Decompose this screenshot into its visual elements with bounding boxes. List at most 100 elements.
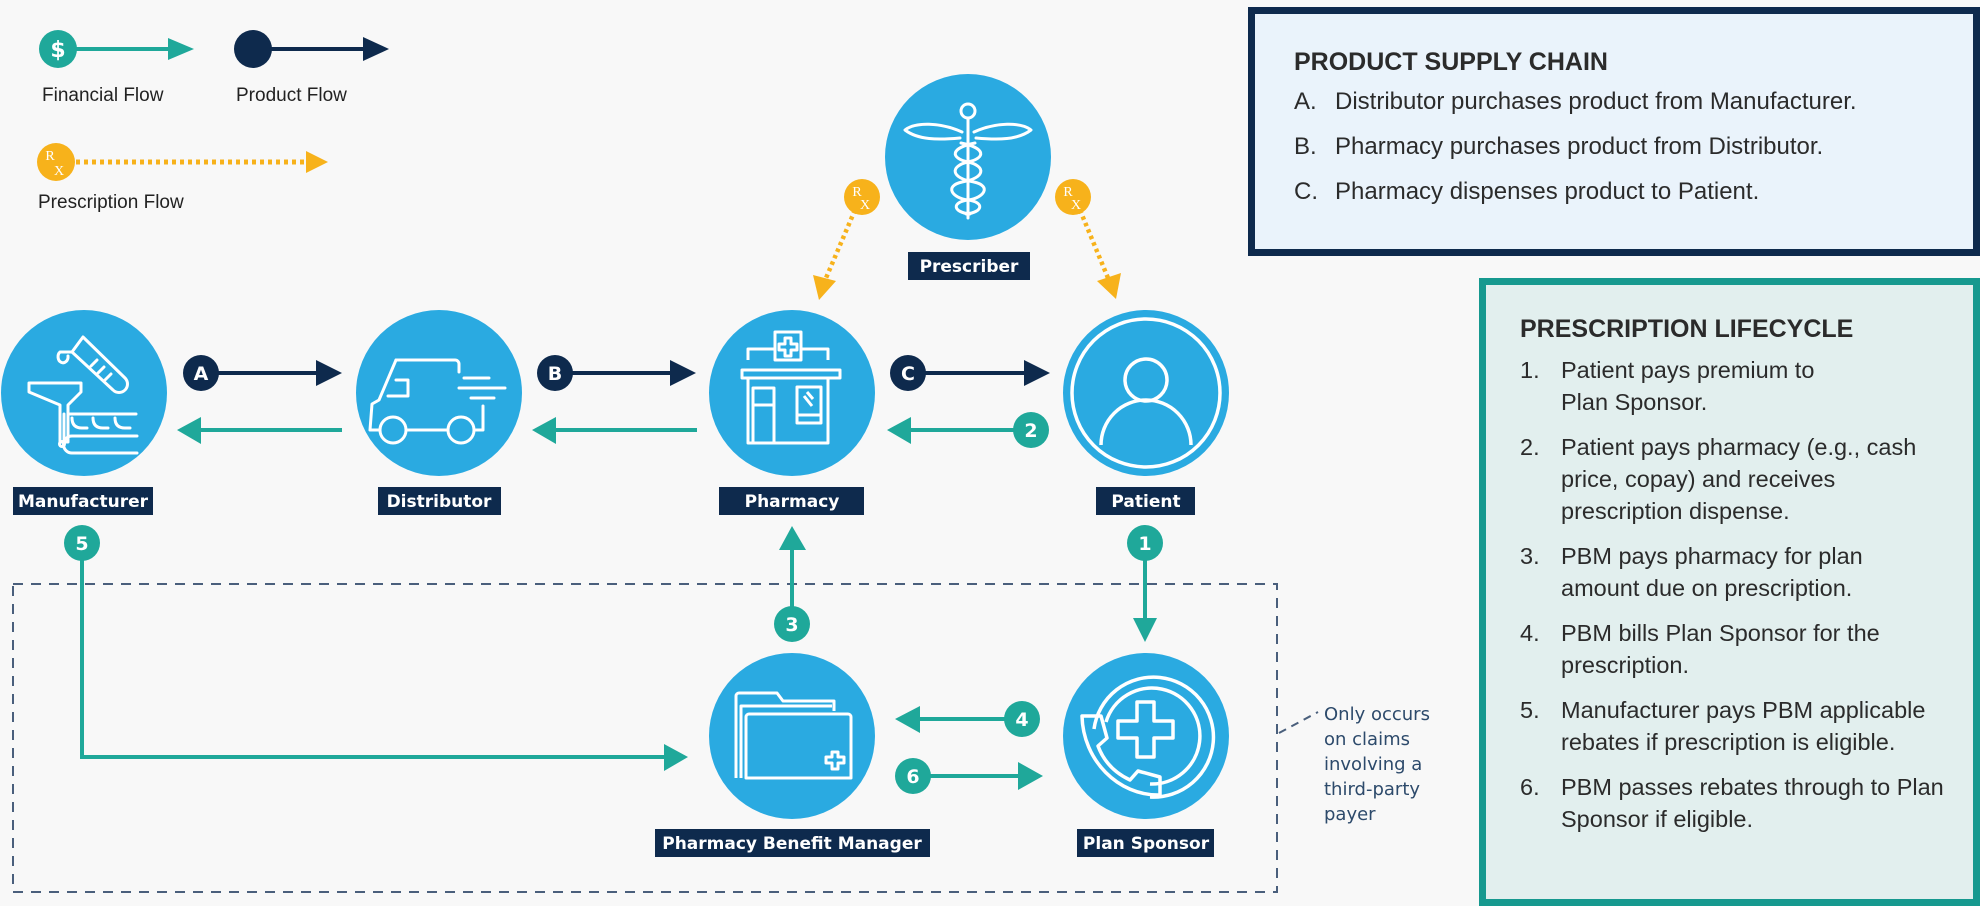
list-item: B. Pharmacy purchases product from Distri… <box>1294 132 1973 162</box>
product-badge <box>183 355 219 391</box>
list-marker: 6. <box>1520 774 1540 800</box>
note-line: involving a <box>1324 754 1422 775</box>
delivery-van-icon <box>368 358 507 445</box>
financial-flow-5: 5 <box>64 525 688 771</box>
node-label-box <box>13 487 153 515</box>
legend-product-flow: Product Flow <box>234 30 389 106</box>
financial-flow-distributor-to-manufacturer <box>177 417 342 444</box>
legend-product-label: Product Flow <box>236 85 347 106</box>
prescription-arrowhead <box>306 151 328 173</box>
rx-glyph-r: R <box>852 185 862 200</box>
list-text: Distributor purchases product from Manuf… <box>1335 88 1857 115</box>
node-label: Distributor <box>387 492 492 512</box>
note-leader-line <box>1278 711 1319 734</box>
list-marker: 2. <box>1520 434 1540 460</box>
node-label: Manufacturer <box>18 492 149 512</box>
list-item: 3. PBM pays pharmacy for plan amount due … <box>1520 540 1973 604</box>
list-marker: 1. <box>1520 357 1540 383</box>
note-line: Only occurs <box>1324 704 1430 725</box>
prescription-flow-to-pharmacy: R X <box>813 179 880 300</box>
node-patient[interactable]: Patient <box>1063 310 1229 515</box>
list-text: Patient pays premium to Plan Sponsor. <box>1561 357 1815 415</box>
list-text: PBM bills Plan Sponsor for the prescript… <box>1561 620 1880 678</box>
product-dot-icon <box>234 30 272 68</box>
rx-glyph-x: X <box>54 164 64 179</box>
prescription-flow-line <box>1077 209 1111 279</box>
product-badge <box>537 355 573 391</box>
medical-phone-icon <box>1080 675 1216 799</box>
financial-arrowhead <box>664 744 688 771</box>
product-flow-c: C <box>890 355 1050 391</box>
person-icon <box>1070 317 1222 469</box>
node-label: Prescriber <box>920 257 1019 277</box>
step-badge-label: 3 <box>785 614 798 636</box>
note-line: on claims <box>1324 729 1410 750</box>
pharmacy-storefront-icon <box>740 330 842 445</box>
step-badge <box>64 525 100 561</box>
product-badge-label: C <box>901 363 915 385</box>
financial-arrow-line <box>80 543 666 759</box>
product-flow-a: A <box>183 355 342 391</box>
node-plan-sponsor[interactable]: Plan Sponsor <box>1063 653 1229 857</box>
list-marker: B. <box>1294 133 1317 160</box>
financial-arrowhead <box>177 417 201 444</box>
list-marker: C. <box>1294 178 1318 205</box>
node-manufacturer[interactable]: Manufacturer <box>1 310 167 515</box>
financial-arrowhead <box>887 417 911 444</box>
list-text: Manufacturer pays PBM applicable rebates… <box>1561 697 1926 755</box>
financial-arrowhead <box>895 706 920 733</box>
caduceus-icon <box>903 102 1033 220</box>
product-supply-chain-panel: PRODUCT SUPPLY CHAIN A.Distributor purch… <box>1248 7 1980 256</box>
third-party-payer-region <box>12 583 1278 893</box>
step-badge <box>774 606 810 642</box>
product-badge <box>890 355 926 391</box>
product-arrowhead <box>363 37 389 61</box>
node-label: Plan Sponsor <box>1083 834 1210 854</box>
node-circle <box>356 310 522 476</box>
financial-flow-pharmacy-to-distributor <box>532 417 697 444</box>
node-circle <box>1 310 167 476</box>
step-badge-label: 4 <box>1015 709 1028 731</box>
lifecycle-list: 1.Patient pays premium to Plan Sponsor. … <box>1520 354 1973 835</box>
legend-prescription-flow: R X Prescription Flow <box>37 143 328 213</box>
product-flow-b: B <box>537 355 696 391</box>
list-marker: 4. <box>1520 620 1540 646</box>
node-label-box <box>1096 487 1195 515</box>
node-label-box <box>908 252 1030 280</box>
step-badge <box>1013 412 1049 448</box>
list-item: A.Distributor purchases product from Man… <box>1294 87 1973 117</box>
list-item: 1. Patient pays premium to Plan Sponsor. <box>1520 354 1973 418</box>
step-badge <box>1127 525 1163 561</box>
dollar-icon <box>39 30 77 68</box>
note-line: payer <box>1324 804 1376 825</box>
medical-folder-icon <box>734 691 853 780</box>
financial-arrowhead <box>779 526 806 550</box>
product-arrowhead <box>316 360 342 386</box>
rx-glyph-x: X <box>1071 198 1081 213</box>
prescription-flow-line <box>823 209 858 279</box>
node-distributor[interactable]: Distributor <box>356 310 522 515</box>
list-marker: 3. <box>1520 543 1540 569</box>
list-text: PBM pays pharmacy for plan amount due on… <box>1561 543 1863 601</box>
list-item: 4. PBM bills Plan Sponsor for the prescri… <box>1520 617 1973 681</box>
node-circle <box>1063 310 1229 476</box>
financial-arrowhead <box>1133 618 1157 642</box>
step-badge-label: 2 <box>1024 420 1037 442</box>
rx-glyph-x: X <box>860 198 870 213</box>
factory-conveyor-icon <box>27 335 139 455</box>
prescription-arrowhead <box>1097 273 1121 299</box>
panel-title: PRODUCT SUPPLY CHAIN <box>1294 48 1608 76</box>
step-badge-label: 5 <box>75 533 88 555</box>
list-text: Pharmacy purchases product from Distribu… <box>1335 133 1824 160</box>
prescription-lifecycle-panel: PRESCRIPTION LIFECYCLE 1.Patient pays pr… <box>1479 278 1980 906</box>
financial-arrowhead <box>168 38 194 60</box>
financial-flow-3: 3 <box>774 526 810 642</box>
product-badge-label: A <box>194 363 209 385</box>
node-label-box <box>719 487 864 515</box>
node-pharmacy[interactable]: Pharmacy <box>709 310 875 515</box>
node-prescriber[interactable]: Prescriber <box>885 74 1051 280</box>
node-pbm[interactable]: Pharmacy Benefit Manager <box>655 653 930 857</box>
node-label: Pharmacy Benefit Manager <box>662 834 922 854</box>
legend-financial-flow: $ Financial Flow <box>39 30 194 106</box>
rx-icon <box>844 179 880 215</box>
